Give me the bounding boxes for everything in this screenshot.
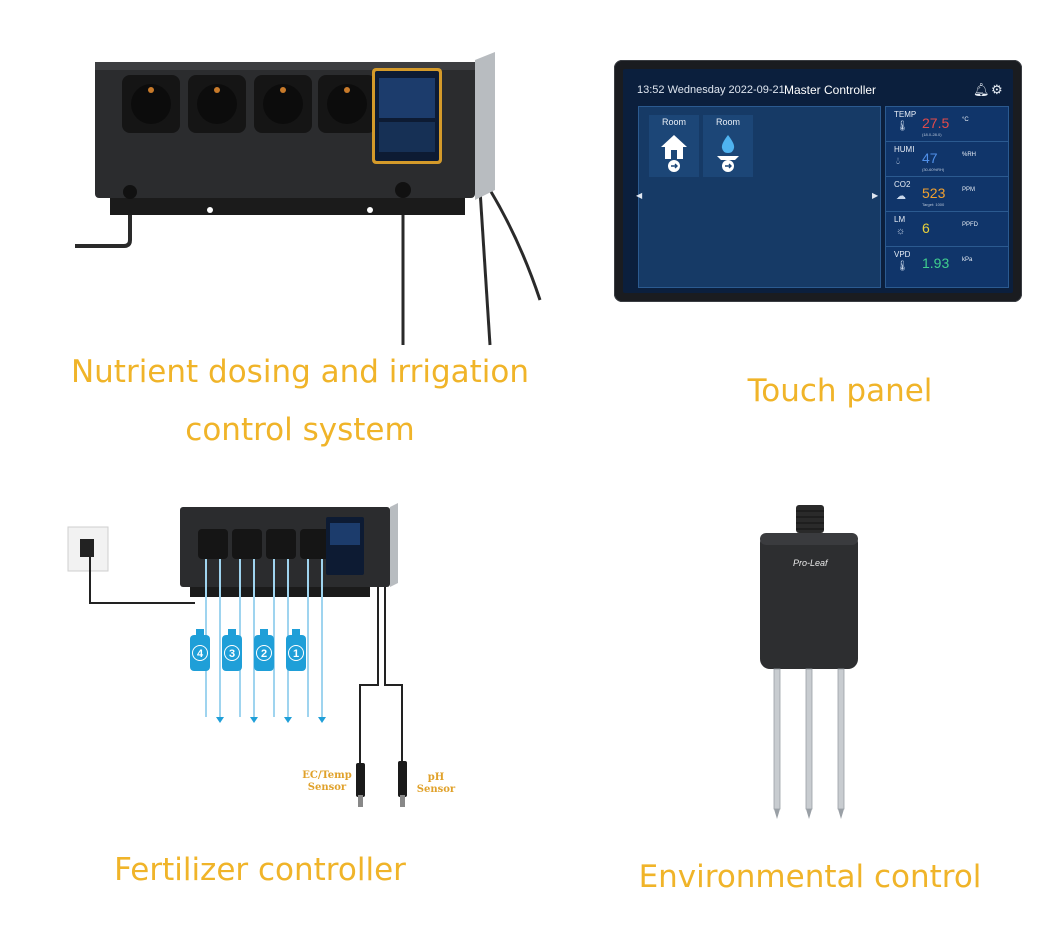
fertilizer-controller-diagram	[67, 503, 407, 807]
humidity-icon: 💧︎	[896, 156, 900, 167]
reading-value: 6	[922, 220, 930, 236]
nutrient-bottle-3: 3	[222, 629, 242, 671]
caption-environmental: Environmental control	[638, 859, 982, 895]
reading-temp: TEMP 🌡︎ 27.5 °C (18.0-28.0)	[886, 107, 1008, 142]
bottle-number: 2	[256, 645, 272, 661]
room-tile-label: Room	[715, 117, 740, 127]
reading-sub: (18.0-28.0)	[922, 132, 942, 137]
caption-dosing-line2: control system	[185, 412, 415, 448]
reading-label: VPD	[894, 250, 911, 259]
reading-humi: HUMI 💧︎ 47 %RH (30-60%RH)	[886, 142, 1008, 177]
ec-temp-sensor-label: EC/Temp Sensor	[292, 770, 362, 794]
nutrient-bottle-1: 1	[286, 629, 306, 671]
reading-value: 523	[922, 185, 946, 201]
reading-co2: CO2 ☁︎ 523 PPM Target: 1000	[886, 177, 1008, 212]
reading-value: 47	[922, 150, 938, 166]
touch-panel-device: 13:52 Wednesday 2022-09-21 Master Contro…	[614, 60, 1022, 302]
cloud-icon: ☁︎	[896, 191, 906, 202]
sensor-label-line: Sensor	[416, 784, 456, 795]
nutrient-dosing-device-image	[75, 52, 542, 346]
room-tile-1: Room	[649, 115, 699, 177]
ph-sensor-label: pH Sensor	[408, 772, 464, 796]
reading-value: 27.5	[922, 115, 950, 131]
nutrient-bottle-2: 2	[254, 629, 274, 671]
sensor-label-line: EC/Temp	[302, 770, 352, 781]
reading-unit: %RH	[962, 152, 977, 158]
reading-label: LM	[894, 215, 906, 224]
thermometer-icon: 🌡︎	[896, 121, 909, 132]
sensor-label-line: pH	[427, 772, 445, 783]
sensor-label-line: Sensor	[307, 782, 347, 793]
bell-icon: 🔔︎	[973, 82, 990, 97]
touch-panel-screen: 13:52 Wednesday 2022-09-21 Master Contro…	[623, 69, 1013, 293]
reading-label: TEMP	[894, 110, 917, 119]
chevron-right-icon: ▶	[872, 191, 879, 200]
reading-vpd: VPD 🌡︎ 1.93 kPa	[886, 247, 1008, 281]
pro-leaf-logo: Pro-Leaf	[793, 558, 828, 568]
touch-panel-readings: TEMP 🌡︎ 27.5 °C (18.0-28.0) HUMI 💧︎ 47 %…	[885, 106, 1009, 288]
caption-dosing-system: Nutrient dosing and irrigation control s…	[40, 343, 560, 459]
reading-unit: kPa	[962, 257, 973, 263]
reading-value: 1.93	[922, 255, 950, 271]
reading-unit: PPM	[962, 187, 976, 193]
reading-lm: LM ☼ 6 PPFD	[886, 212, 1008, 247]
bottle-number: 4	[192, 645, 208, 661]
caption-fertilizer: Fertilizer controller	[114, 852, 406, 888]
reading-label: HUMI	[894, 145, 915, 154]
water-drop-icon	[717, 135, 739, 172]
bottle-number: 1	[288, 645, 304, 661]
touch-panel-status: 13:52 Wednesday 2022-09-21	[637, 84, 785, 96]
reading-sub: Target: 1000	[922, 202, 945, 207]
room-tile-2: Room	[703, 115, 753, 177]
bottle-number: 3	[224, 645, 240, 661]
reading-unit: PPFD	[962, 222, 979, 228]
chevron-left-icon: ◀	[636, 191, 643, 200]
caption-dosing-line1: Nutrient dosing and irrigation	[70, 354, 530, 390]
caption-touch-panel: Touch panel	[747, 373, 933, 409]
touch-panel-tiles-area: Room Room ◀ ▶	[636, 106, 881, 288]
touch-panel-title: Master Controller	[784, 83, 877, 97]
nutrient-bottle-4: 4	[190, 629, 210, 671]
reading-label: CO2	[894, 180, 911, 189]
soil-sensor-image	[760, 505, 858, 819]
lamp-icon: ☼	[896, 226, 906, 237]
reading-unit: °C	[962, 117, 969, 123]
room-tile-label: Room	[661, 117, 686, 127]
reading-sub: (30-60%RH)	[922, 167, 945, 172]
vpd-icon: 🌡︎	[896, 261, 909, 272]
house-icon	[661, 135, 687, 172]
gear-icon: ⚙︎	[991, 82, 1003, 97]
